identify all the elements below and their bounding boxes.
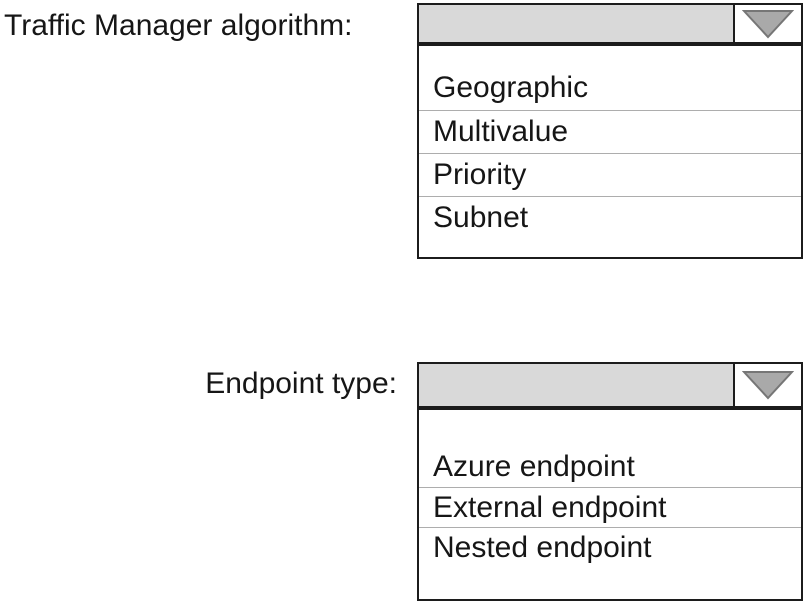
- endpoint-type-selected-value: [419, 364, 733, 406]
- traffic-manager-algorithm-label: Traffic Manager algorithm:: [4, 9, 353, 42]
- option-external-endpoint[interactable]: External endpoint: [419, 487, 801, 527]
- chevron-down-icon: [742, 9, 794, 38]
- traffic-manager-algorithm-options-list: Geographic Multivalue Priority Subnet: [417, 44, 803, 259]
- option-multivalue[interactable]: Multivalue: [419, 110, 801, 153]
- endpoint-type-select[interactable]: [417, 362, 803, 408]
- endpoint-type-options-list: Azure endpoint External endpoint Nested …: [417, 408, 803, 601]
- option-nested-endpoint[interactable]: Nested endpoint: [419, 527, 801, 567]
- option-geographic[interactable]: Geographic: [433, 71, 589, 104]
- traffic-manager-algorithm-select[interactable]: [417, 3, 803, 44]
- option-priority[interactable]: Priority: [419, 153, 801, 196]
- endpoint-type-dropdown-button[interactable]: [733, 364, 801, 406]
- traffic-manager-algorithm-dropdown-button[interactable]: [733, 5, 801, 42]
- traffic-manager-algorithm-selected-value: [419, 5, 733, 42]
- chevron-down-icon: [742, 371, 794, 400]
- endpoint-type-label: Endpoint type:: [205, 367, 397, 400]
- option-subnet[interactable]: Subnet: [419, 196, 801, 239]
- option-azure-endpoint[interactable]: Azure endpoint: [433, 450, 635, 483]
